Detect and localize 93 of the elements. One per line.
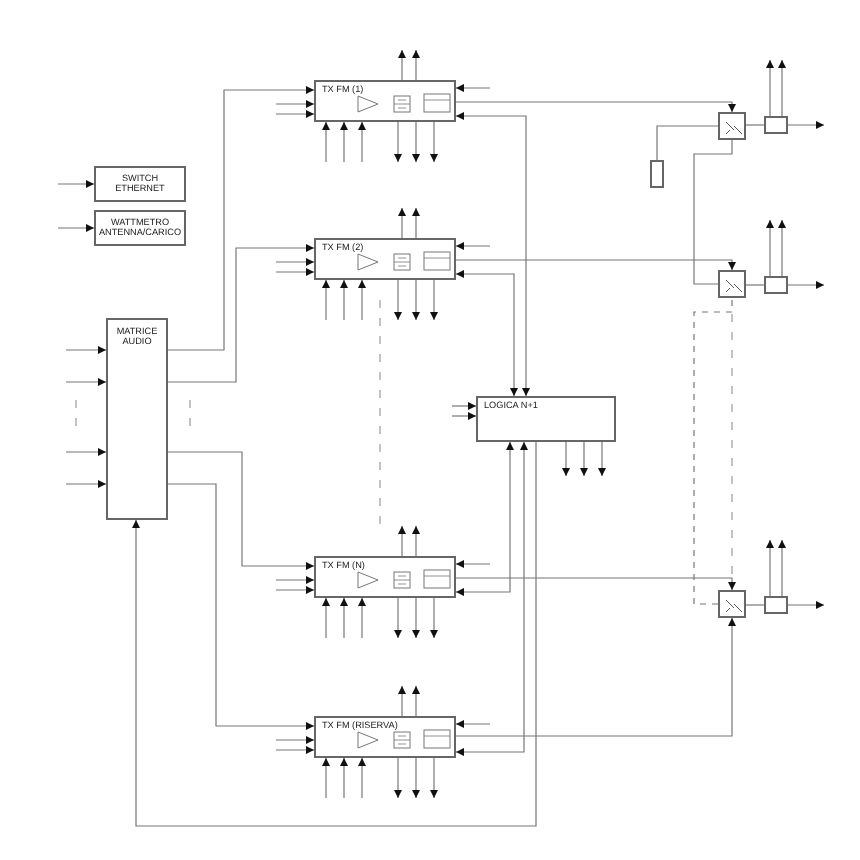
connector-arrow	[167, 86, 315, 351]
connector-arrow	[275, 586, 315, 594]
connector-arrow	[322, 757, 330, 799]
device-box	[94, 210, 186, 246]
connector-arrow	[598, 441, 606, 477]
connector-arrow	[65, 480, 107, 488]
connector-arrow	[167, 244, 315, 383]
connector-arrow	[455, 101, 736, 113]
connector-arrow	[430, 597, 438, 639]
dummy-load	[650, 160, 664, 188]
connector-arrow	[340, 757, 348, 799]
coaxial-switch	[718, 270, 746, 298]
connector-arrow	[275, 268, 315, 276]
connector-arrow	[766, 539, 774, 597]
connector-arrow	[412, 49, 420, 81]
connector-arrow	[455, 441, 528, 756]
coaxial-switch	[718, 590, 746, 618]
connector-arrow	[430, 121, 438, 163]
transmitter-box	[314, 238, 456, 280]
connector-arrow	[787, 281, 825, 289]
connector-arrow	[394, 757, 402, 799]
connector-arrow	[275, 100, 315, 108]
connector-arrow	[167, 483, 315, 730]
connector-arrow	[340, 597, 348, 639]
connector-arrow	[394, 597, 402, 639]
connector-arrow	[358, 597, 366, 639]
connector-arrow	[412, 597, 420, 639]
connector-arrow	[412, 121, 420, 163]
connector-arrow	[455, 84, 491, 92]
connector-arrow	[656, 125, 719, 161]
connector-arrow	[778, 539, 786, 597]
connector-arrow	[275, 736, 315, 744]
logic-box	[476, 396, 616, 442]
connector-arrow	[412, 207, 420, 239]
connector-arrow	[455, 270, 518, 397]
connector-arrow	[455, 577, 736, 591]
connector-arrow	[455, 242, 491, 250]
connector-arrow	[57, 180, 95, 188]
device-box	[94, 166, 186, 202]
connector-arrow	[412, 685, 420, 717]
filter-box	[764, 116, 788, 134]
connector-arrow	[65, 448, 107, 456]
connector-arrow	[398, 207, 406, 239]
connector-arrow	[340, 279, 348, 321]
connector-arrow	[394, 121, 402, 163]
connector-arrow	[455, 112, 530, 397]
transmitter-box	[314, 716, 456, 758]
matrix-box	[106, 318, 168, 520]
connector-arrow	[787, 601, 825, 609]
connector-arrow	[275, 110, 315, 118]
connector-arrow	[322, 597, 330, 639]
connector-arrow	[430, 757, 438, 799]
filter-box	[764, 276, 788, 294]
connector-arrow	[275, 576, 315, 584]
connector-arrow	[65, 346, 107, 354]
connector-arrow	[455, 560, 491, 568]
connector-arrow	[412, 525, 420, 557]
connector-arrow	[358, 279, 366, 321]
connector-arrow	[398, 525, 406, 557]
transmitter-box	[314, 556, 456, 598]
connector-arrow	[430, 279, 438, 321]
connector-arrow	[766, 59, 774, 117]
connector-arrow	[322, 279, 330, 321]
connector-arrow	[398, 685, 406, 717]
connector-arrow	[451, 412, 477, 420]
connector-arrow	[455, 617, 736, 737]
connector-arrow	[394, 279, 402, 321]
filter-box	[764, 596, 788, 614]
connector-arrow	[132, 441, 537, 827]
connector-arrow	[787, 121, 825, 129]
connector-arrow	[340, 121, 348, 163]
connector-arrow	[766, 219, 774, 277]
coaxial-switch	[718, 112, 746, 140]
connector-arrow	[455, 259, 736, 271]
transmitter-box	[314, 80, 456, 122]
connector-arrow	[275, 746, 315, 754]
connector-arrow	[322, 121, 330, 163]
connector-arrow	[412, 279, 420, 321]
connector-arrow	[778, 219, 786, 277]
connector-arrow	[455, 441, 514, 596]
connector-arrow	[412, 757, 420, 799]
connector-arrow	[580, 441, 588, 477]
connector-arrow	[167, 451, 315, 570]
connector-arrow	[358, 757, 366, 799]
connector-arrow	[275, 258, 315, 266]
connector-arrow	[398, 49, 406, 81]
connector-arrow	[778, 59, 786, 117]
connector-arrow	[57, 224, 95, 232]
connector-arrow	[65, 378, 107, 386]
connector-arrow	[562, 441, 570, 477]
connector-arrow	[455, 720, 491, 728]
connector-arrow	[451, 402, 477, 410]
connector-arrow	[358, 121, 366, 163]
